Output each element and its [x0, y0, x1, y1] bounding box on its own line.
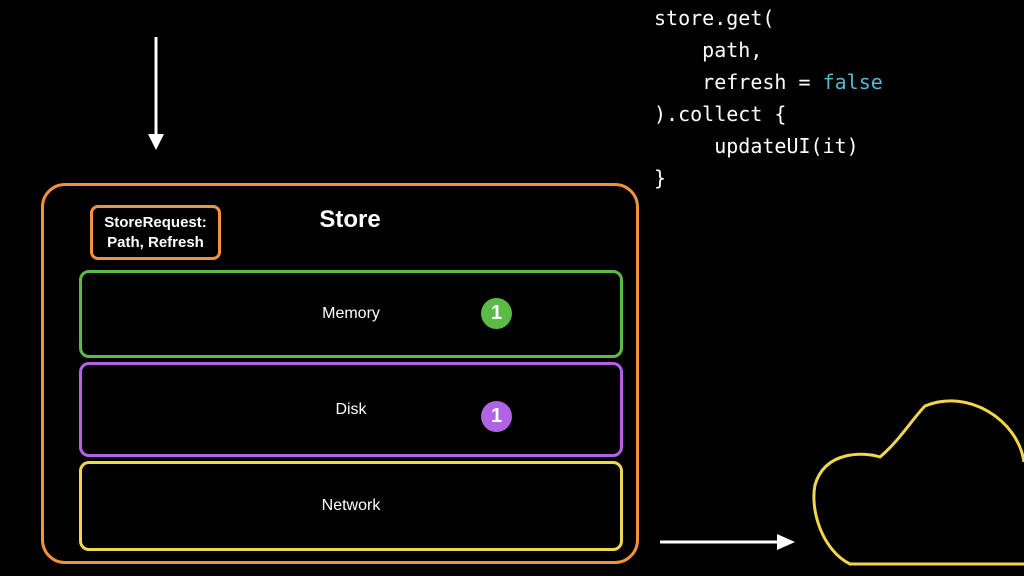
code-line-3-value: false	[822, 70, 883, 94]
code-line-5: updateUI(it)	[714, 134, 859, 158]
disk-count-badge: 1	[481, 401, 512, 432]
memory-count-badge: 1	[481, 298, 512, 329]
store-request-params: Path, Refresh	[107, 233, 204, 251]
store-title: Store	[319, 206, 381, 233]
right-arrow-icon	[660, 534, 795, 550]
store-request-title: StoreRequest:	[104, 213, 207, 231]
code-line-4: ).collect {	[654, 102, 787, 126]
disk-layer-label: Disk	[335, 400, 367, 418]
code-line-1: store.get(	[654, 6, 775, 30]
code-line-2: path,	[702, 38, 763, 62]
code-snippet: store.get( path, refresh = false ).colle…	[654, 2, 883, 194]
cloud-icon	[812, 399, 1024, 566]
code-line-6: }	[654, 166, 667, 190]
store-request-box: StoreRequest: Path, Refresh	[90, 205, 221, 260]
down-arrow-icon	[148, 37, 164, 150]
network-layer: Network	[79, 461, 623, 551]
memory-layer-label: Memory	[322, 305, 380, 322]
code-line-3-prefix: refresh =	[702, 70, 823, 94]
memory-layer: Memory	[79, 270, 623, 358]
store-frame	[41, 183, 639, 564]
network-layer-label: Network	[321, 497, 381, 514]
disk-layer: Disk	[79, 362, 623, 457]
